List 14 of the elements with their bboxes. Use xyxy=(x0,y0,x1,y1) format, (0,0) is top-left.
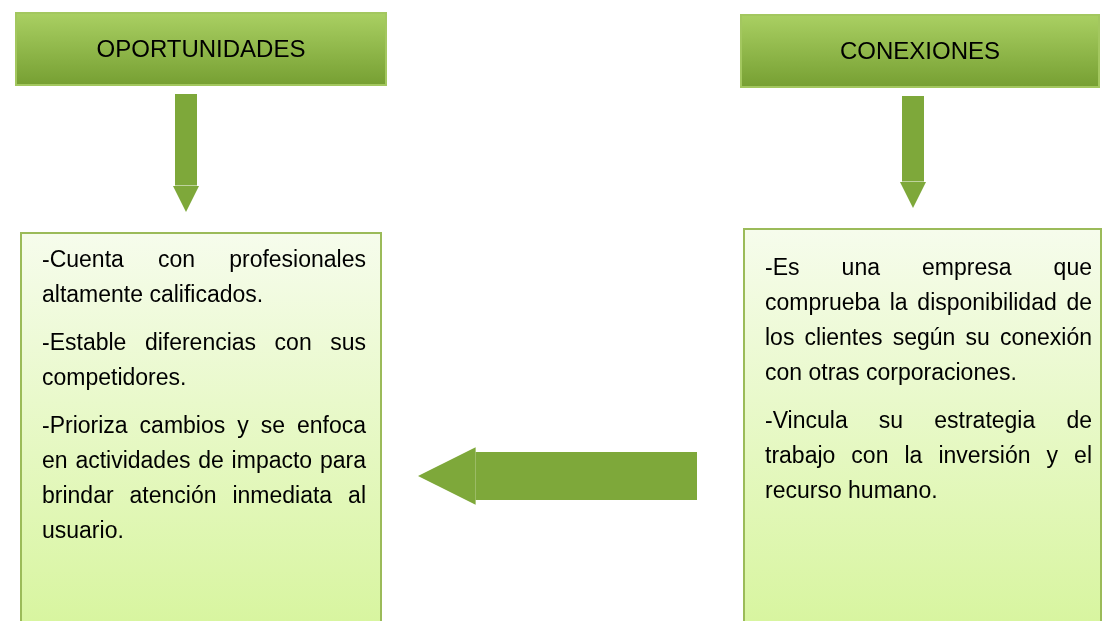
paragraph: -Estable diferencias con sus competidores. xyxy=(42,328,366,392)
paragraph: -Vincula su estrategia de trabajo con la inversión y el recurso humano. xyxy=(765,406,1092,505)
box-title: CONEXIONES xyxy=(840,37,1000,65)
text-box xyxy=(743,228,1102,621)
title-box xyxy=(15,12,387,86)
paragraph: -Es una empresa que comprueba la disponibilidad de los clientes según su conexión con otras corporaciones. xyxy=(765,253,1092,387)
paragraph: -Prioriza cambios y se enfoca en actividades de impacto para brindar atención inmediata al usuario. xyxy=(42,411,366,545)
block-arrow xyxy=(899,96,927,208)
paragraph: -Cuenta con profesionales altamente calificados. xyxy=(42,245,366,309)
block-arrow xyxy=(172,94,200,212)
text-box xyxy=(20,232,382,621)
title-box xyxy=(740,14,1100,88)
block-arrow xyxy=(418,447,697,505)
box-title: OPORTUNIDADES xyxy=(96,35,306,63)
